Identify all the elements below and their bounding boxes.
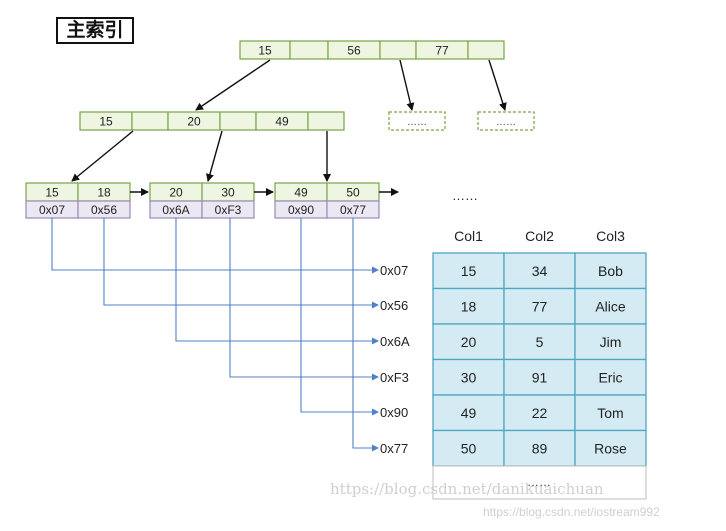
- leaf-node-3-key: 50: [346, 186, 360, 200]
- table-cell-value: 49: [461, 405, 477, 421]
- table-cell-value: 20: [461, 334, 477, 350]
- placeholder-label: ……: [407, 117, 427, 128]
- table-column-header: Col2: [525, 228, 554, 244]
- table-cell: [432, 394, 505, 432]
- placeholder-node: [388, 111, 446, 131]
- leaf-pointer-3-key: 0x90: [288, 203, 314, 217]
- table-cell-value: Rose: [594, 440, 627, 456]
- table-cell-value: Tom: [597, 405, 623, 421]
- internal-node-key: 49: [275, 115, 289, 129]
- tree-arrow: [488, 59, 507, 111]
- table-cell-value: 18: [461, 298, 477, 314]
- leaf-node-1-key: 18: [97, 186, 111, 200]
- pointer-connector: [300, 218, 379, 416]
- table-column-header: Col3: [596, 228, 625, 244]
- table-cell: [432, 287, 505, 325]
- table-cell-value: 5: [536, 334, 544, 350]
- pointer-connector: [229, 218, 379, 381]
- table-cell: [503, 252, 576, 290]
- root-node-cell: [289, 40, 329, 60]
- pointer-connector: [103, 218, 379, 309]
- table-cell: [432, 252, 505, 290]
- root-node-cell: [379, 40, 417, 60]
- table-cell-value: 22: [532, 405, 548, 421]
- root-node-key: 77: [435, 44, 449, 58]
- leaf-pointer-3-key: 0x77: [340, 203, 366, 217]
- row-address: 0x90: [380, 405, 408, 420]
- table-cell-value: 30: [461, 369, 477, 385]
- leaf-node-1-key: 15: [45, 186, 59, 200]
- placeholder-node: [477, 111, 535, 131]
- tree-arrow: [71, 130, 134, 182]
- internal-node-key: 15: [99, 115, 113, 129]
- table-cell-value: 50: [461, 440, 477, 456]
- leaf-pointer-2-key: 0xF3: [215, 203, 242, 217]
- pointer-connector: [352, 218, 379, 452]
- internal-node-cell: [307, 111, 345, 131]
- root-node-key: 56: [347, 44, 361, 58]
- watermark-main: https://blog.csdn.net/danikuaichuan: [330, 480, 604, 498]
- leaf-pointer-1-key: 0x56: [91, 203, 117, 217]
- internal-node-key: 20: [187, 115, 201, 129]
- table-column-header: Col1: [454, 228, 483, 244]
- table-cell-value: 89: [532, 440, 548, 456]
- table-cell-value: Eric: [598, 369, 622, 385]
- table-cell-value: 91: [532, 369, 548, 385]
- tree-arrow: [399, 59, 415, 111]
- table-cell: [432, 323, 505, 361]
- row-address: 0x6A: [380, 334, 410, 349]
- row-address: 0x77: [380, 441, 408, 456]
- leaf-node-2-key: 30: [221, 186, 235, 200]
- leaf-node-3-key: 49: [294, 186, 308, 200]
- row-address: 0x56: [380, 298, 408, 313]
- internal-node-cell: [219, 111, 257, 131]
- tree-arrow: [195, 59, 271, 111]
- row-address: 0xF3: [380, 370, 409, 385]
- table-cell-value: 15: [461, 263, 477, 279]
- table-cell: [574, 394, 647, 432]
- leaf-pointer-1-key: 0x07: [39, 203, 65, 217]
- pointer-connector: [51, 218, 379, 274]
- table-trailing-row: [432, 465, 647, 500]
- internal-node-cell: [131, 111, 169, 131]
- table-cell-value: 34: [532, 263, 548, 279]
- watermark-small: https://blog.csdn.net/iostream992: [483, 505, 660, 519]
- table-cell: [574, 358, 647, 396]
- table-cell-value: Bob: [598, 263, 623, 279]
- more-leaves-ellipsis: ……: [452, 188, 478, 203]
- table-cell: [574, 287, 647, 325]
- pointer-connector: [175, 218, 379, 345]
- table-cell: [503, 358, 576, 396]
- leaf-node-2-key: 20: [169, 186, 183, 200]
- placeholder-label: ……: [496, 117, 516, 128]
- root-node-cell: [467, 40, 505, 60]
- leaf-pointer-2-cell: [201, 200, 255, 219]
- table-trailing-ellipsis: ……: [527, 475, 551, 489]
- table-cell-value: Alice: [595, 298, 626, 314]
- leaf-pointer-2-key: 0x6A: [162, 203, 189, 217]
- table-cell-value: 77: [532, 298, 548, 314]
- diagram-title: 主索引: [56, 17, 134, 44]
- row-address: 0x07: [380, 263, 408, 278]
- root-node-key: 15: [258, 44, 272, 58]
- table-cell-value: Jim: [600, 334, 622, 350]
- table-cell: [503, 287, 576, 325]
- tree-arrow: [206, 130, 223, 182]
- table-cell: [574, 252, 647, 290]
